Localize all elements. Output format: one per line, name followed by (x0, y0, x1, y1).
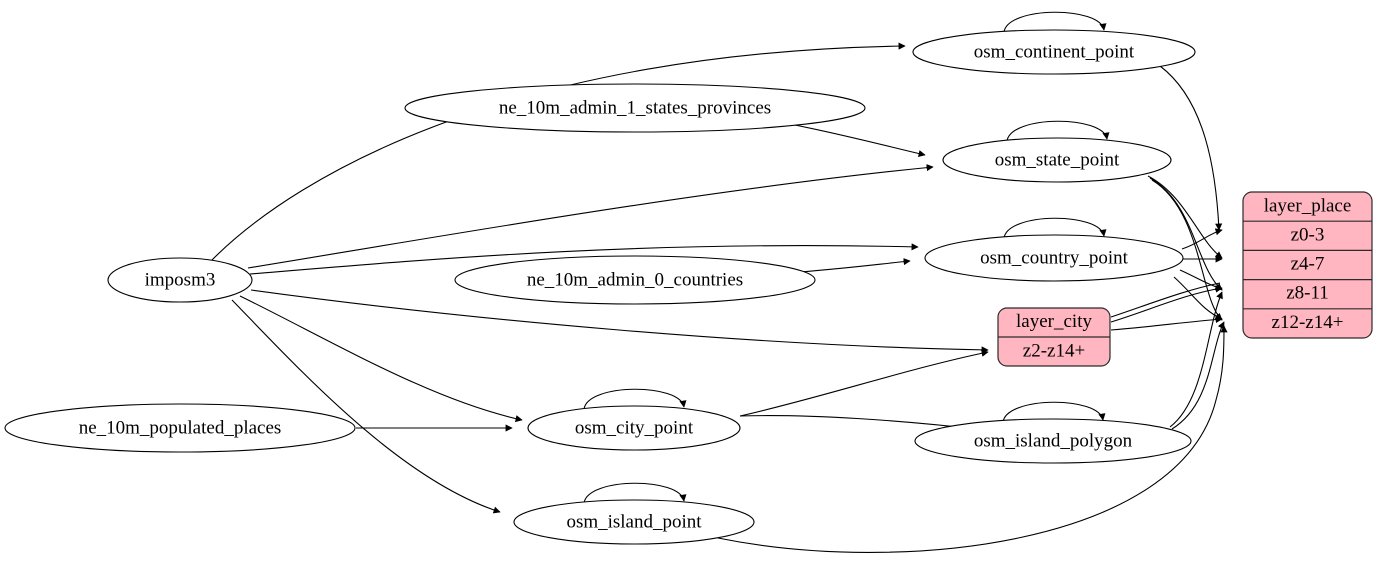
edge-self-osm_state_point (1006, 120, 1110, 142)
node-osm_island_polygon[interactable]: osm_island_polygon (914, 418, 1192, 464)
edge-layer_city-to-layer_place-z12-z14+ (1110, 315, 1223, 331)
edge-osm_island_point-to-layer_place-z12-z14+ (717, 325, 1228, 553)
edge-self-osm_island_point (583, 482, 687, 504)
node-osm_state_point[interactable]: osm_state_point (942, 137, 1172, 183)
edge-imposm3-to-osm_city_point (239, 295, 523, 423)
record-layer_place-body (1242, 191, 1373, 339)
edge-osm_state_point-to-layer_place-z4-7 (1147, 175, 1223, 259)
record-layer_place[interactable]: layer_place z0-3 z4-7 z8-11 z12-z14+ (1242, 191, 1373, 339)
node-osm_country_point[interactable]: osm_country_point (924, 234, 1184, 282)
edge-imposm3-to-osm_country_point (249, 243, 919, 275)
edge-self-osm_country_point (1003, 217, 1107, 239)
edge-osm_country_point-to-layer_place-z8-11 (1179, 269, 1223, 291)
edges-layer (209, 11, 1228, 553)
node-imposm3[interactable]: imposm3 (107, 257, 253, 303)
edge-osm_city_point-to-layer_city (739, 349, 989, 417)
edge-imposm3-to-osm_state_point (247, 164, 934, 269)
node-ne_10m_admin_0_countries[interactable]: ne_10m_admin_0_countries (454, 255, 816, 305)
edge-imposm3-to-layer_city (250, 289, 989, 354)
node-ne_10m_admin_1_states_provinces[interactable]: ne_10m_admin_1_states_provinces (404, 83, 866, 133)
edge-ne_10m_admin_0_countries-to-osm_country_point (799, 258, 911, 273)
edge-self-osm_island_polygon (1002, 401, 1106, 423)
node-osm_continent_point[interactable]: osm_continent_point (912, 29, 1196, 75)
edge-osm_island_polygon-to-layer_place-z8-11 (1169, 291, 1223, 428)
nodes-layer: imposm3 ne_10m_admin_1_states_provinces … (4, 29, 1196, 545)
node-osm_city_point[interactable]: osm_city_point (527, 405, 741, 451)
edge-osm_island_polygon-to-layer_place-z12-z14+ (1171, 321, 1225, 430)
edge-self-osm_continent_point (1003, 11, 1107, 33)
edge-ne_10m_admin_1_states_provinces-to-osm_state_point (789, 123, 926, 158)
edge-imposm3-to-osm_continent_point (209, 42, 906, 263)
node-ne_10m_populated_places[interactable]: ne_10m_populated_places (4, 403, 356, 453)
edge-imposm3-to-osm_island_point (231, 299, 501, 514)
edge-self-osm_city_point (583, 388, 687, 410)
record-layer_city[interactable]: layer_city z2-z14+ (997, 307, 1111, 367)
edge-osm_continent_point-to-layer_place-z0-3 (1159, 65, 1223, 231)
node-osm_island_point[interactable]: osm_island_point (513, 499, 755, 545)
edge-osm_state_point-to-layer_place-z12-z14+ (1151, 179, 1223, 321)
edge-osm_country_point-to-layer_place-z0-3 (1181, 228, 1223, 250)
edge-layer_city-to-layer_place-z8-11 (1110, 285, 1223, 323)
edge-layer_city-to-layer_place-alt1 (1110, 282, 1221, 318)
